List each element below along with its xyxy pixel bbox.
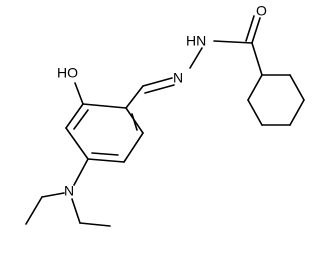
amide-linkage	[189, 40, 253, 69]
hydroxyl-group	[74, 82, 84, 105]
amine-nitrogen-label: N	[64, 183, 74, 199]
cyclohexane-ring	[247, 74, 305, 126]
carbonyl-group	[245, 15, 263, 76]
benzene-ring	[65, 103, 144, 163]
carbonyl-oxygen-label: O	[256, 3, 267, 19]
imine-group	[125, 77, 175, 109]
diethylamino-group	[25, 158, 111, 227]
hydroxyl-label: HO	[57, 65, 78, 81]
imine-nitrogen-label: N	[173, 70, 183, 86]
amide-nh-label: HN	[186, 33, 206, 49]
